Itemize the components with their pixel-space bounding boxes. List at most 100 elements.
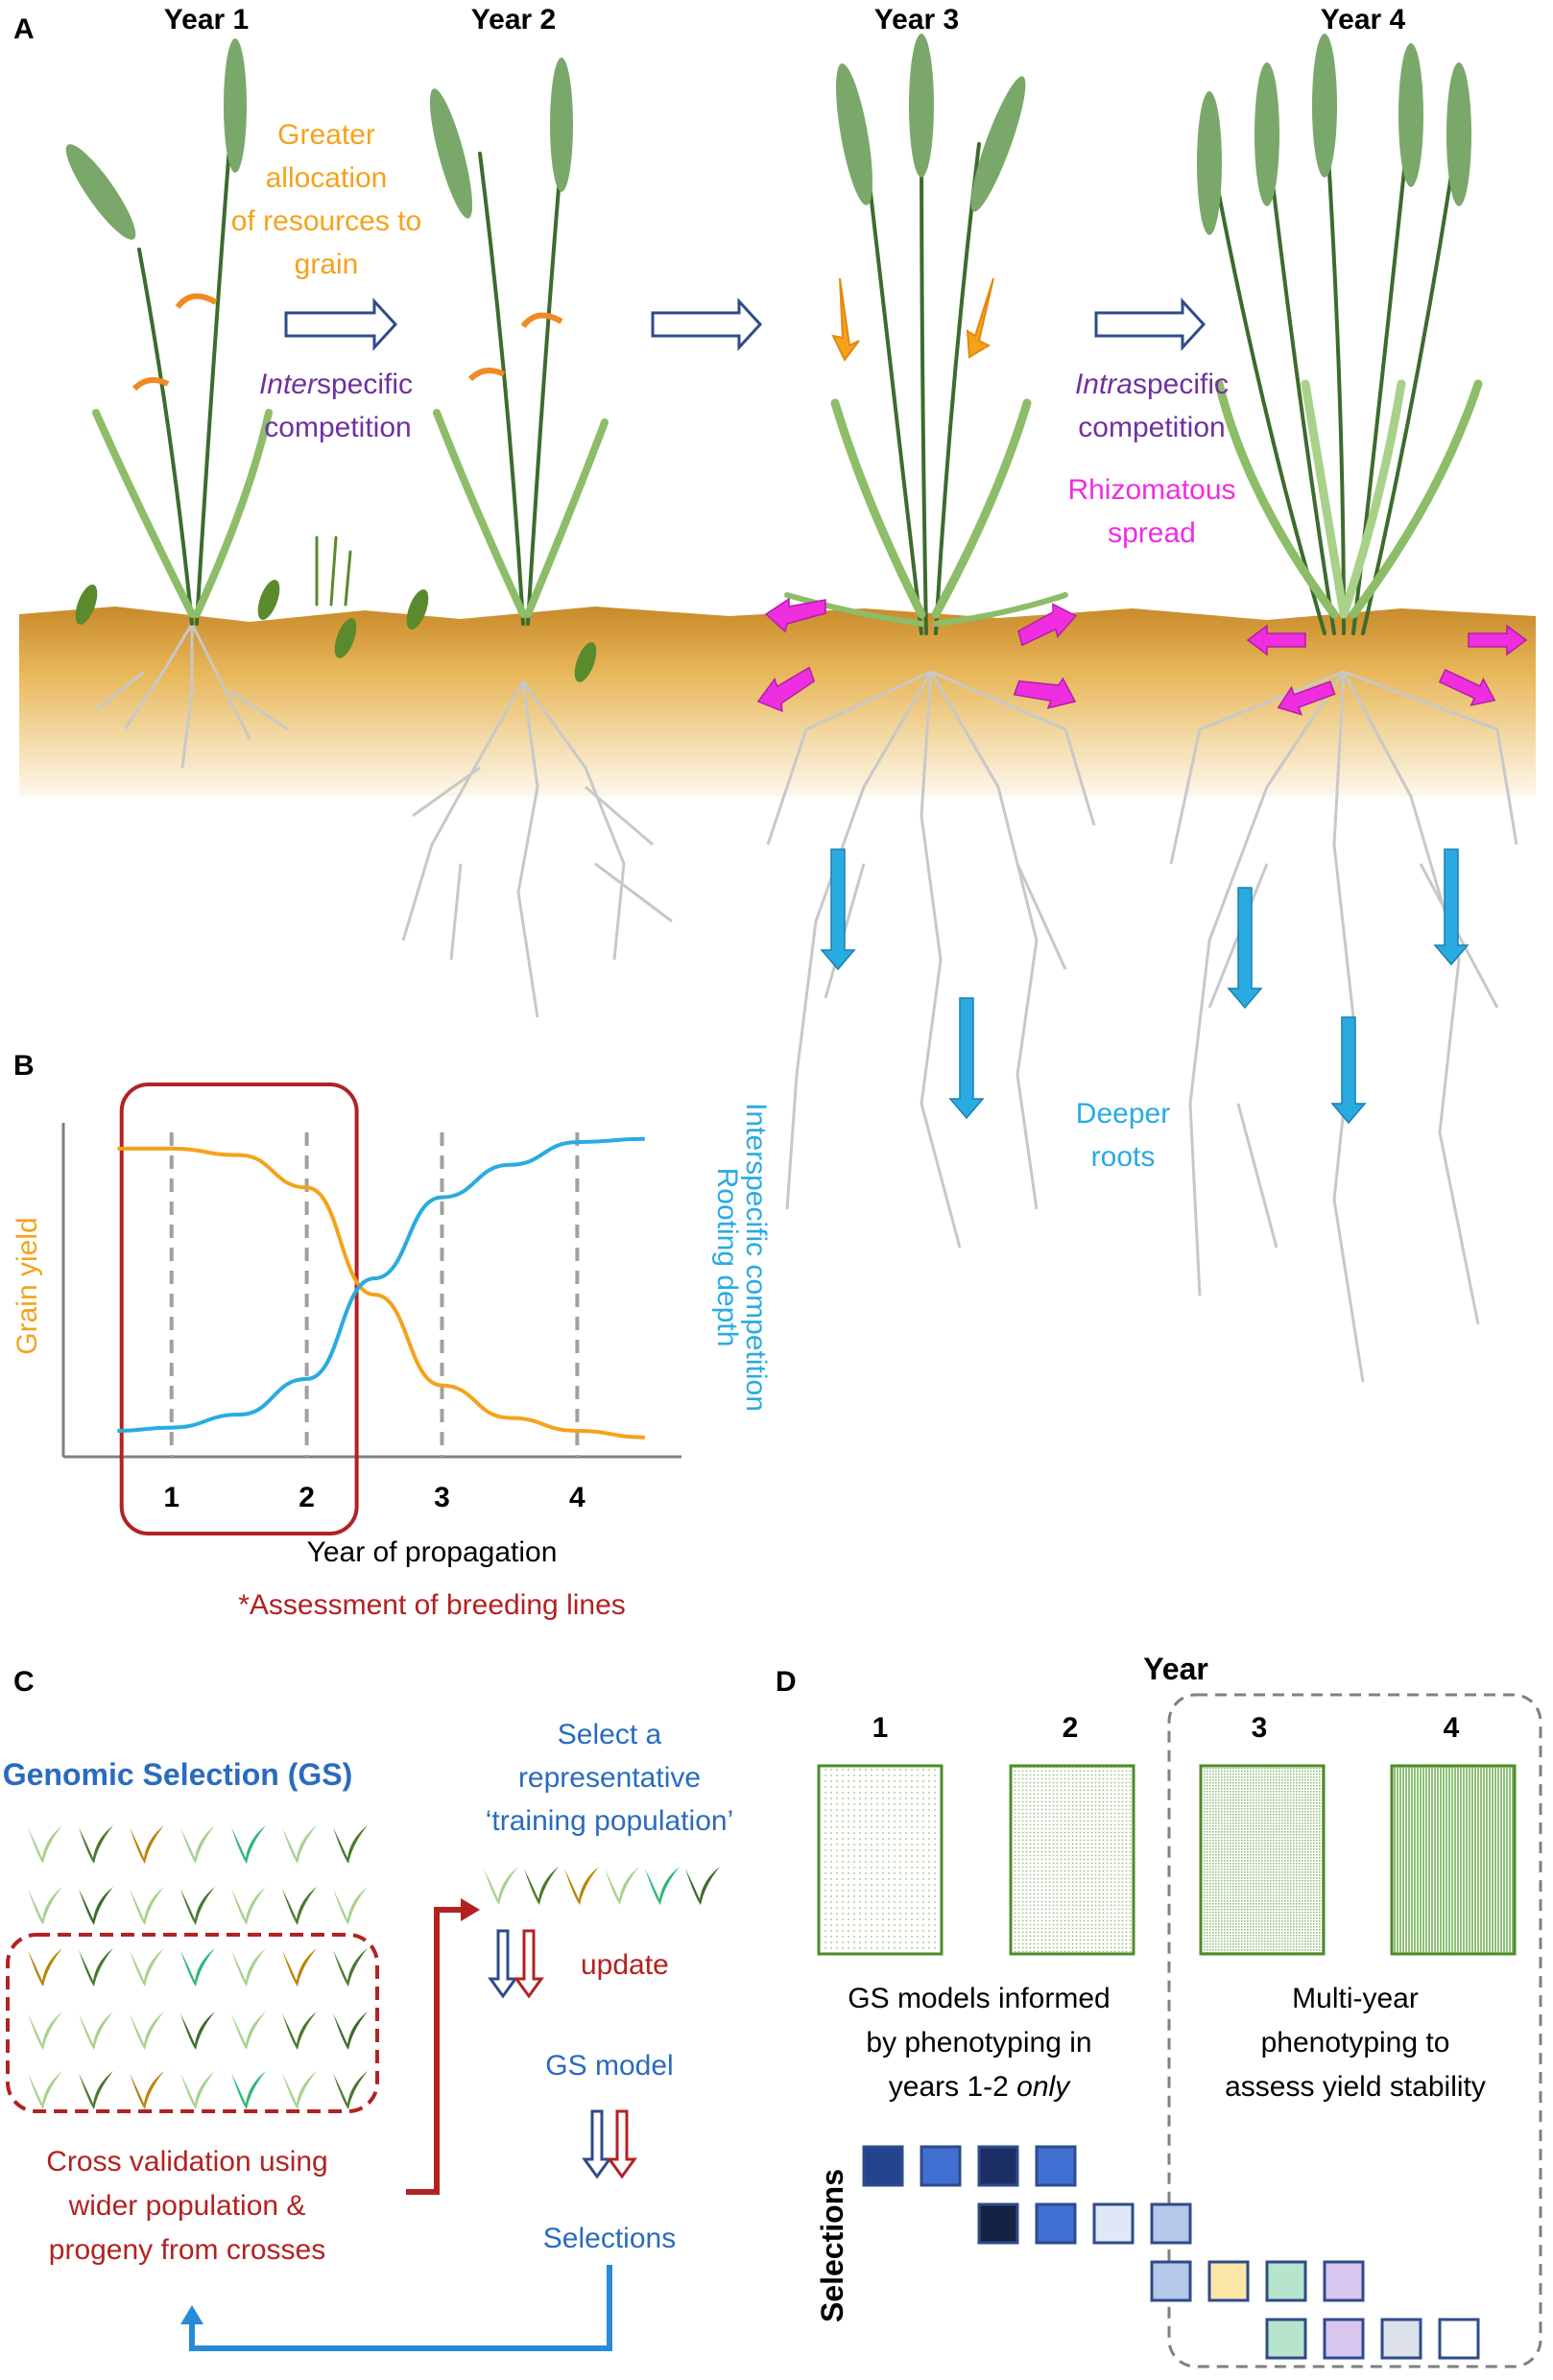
- seedling-icon: [645, 1867, 680, 1905]
- seedling-icon: [231, 2071, 266, 2109]
- seedling-icon: [484, 1867, 518, 1905]
- training-seedlings: [484, 1867, 720, 1905]
- seedling-icon: [28, 2071, 62, 2109]
- seedling-icon: [282, 2011, 317, 2050]
- selection-square: [1150, 2202, 1192, 2245]
- allocation-arrows: [131, 293, 563, 392]
- multi-caption-line-2: phenotyping to: [1261, 2027, 1450, 2059]
- gs-model-label: GS model: [545, 2050, 673, 2082]
- panel-b-label: B: [13, 1050, 35, 1082]
- selection-square: [1323, 2260, 1365, 2302]
- double-arrows-year-3: [831, 277, 994, 362]
- selections-axis-label: Selections: [815, 2169, 849, 2322]
- selection-square: [1265, 2260, 1307, 2302]
- panel-d: D Year 1 2 3 4 GS models informed by phe…: [776, 1652, 1542, 2368]
- interspecific-caption-line-2: competition: [264, 412, 411, 443]
- seedling-icon: [79, 2011, 113, 2050]
- assessment-note: *Assessment of breeding lines: [238, 1589, 626, 1621]
- seedling-icon: [282, 1948, 317, 1987]
- seedling-icon: [28, 1825, 62, 1864]
- selection-square: [977, 2145, 1019, 2187]
- assessment-highlight-box: [119, 1083, 359, 1535]
- gs-models-caption: GS models informed by phenotyping in yea…: [848, 1983, 1110, 2103]
- panel-d-label: D: [776, 1666, 797, 1698]
- alloc-line-4: grain: [295, 249, 359, 280]
- alloc-line-1: Greater: [277, 119, 375, 151]
- selection-square: [1380, 2318, 1422, 2360]
- seedling-icon: [231, 1887, 266, 1925]
- seedling-icon: [605, 1867, 639, 1905]
- y-label-grain-yield: Grain yield: [12, 1217, 43, 1354]
- seedling-icon: [180, 2011, 215, 2050]
- plot-year-2: [1009, 1764, 1135, 1956]
- seedling-icon: [180, 1948, 215, 1987]
- year-4-heading: Year 4: [1321, 4, 1406, 36]
- select-line-3: ‘training population’: [486, 1805, 734, 1837]
- panel-c-label: C: [13, 1666, 35, 1698]
- seedling-icon: [130, 1887, 164, 1925]
- update-label: update: [581, 1949, 669, 1981]
- interspecific-caption: Interspecific: [259, 369, 413, 400]
- multi-year-caption: Multi-year phenotyping to assess yield s…: [1225, 1983, 1486, 2103]
- alloc-line-2: allocation: [266, 162, 388, 194]
- seedling-icon: [333, 1887, 368, 1925]
- seedling-icon: [130, 1948, 164, 1987]
- seedling-icon: [130, 2071, 164, 2109]
- year-axis-title: Year: [1143, 1652, 1208, 1686]
- year-1-heading: Year 1: [164, 4, 249, 36]
- seedling-icon: [282, 2071, 317, 2109]
- seedling-icon: [79, 1948, 113, 1987]
- selection-squares: [862, 2145, 1480, 2360]
- year-num-2: 2: [1063, 1712, 1079, 1744]
- seedling-icon: [333, 1948, 368, 1987]
- seedling-icon: [282, 1887, 317, 1925]
- cross-validation-box: [6, 1933, 379, 2113]
- seedling-icon: [231, 1948, 266, 1987]
- cross-line-3: progeny from crosses: [49, 2234, 325, 2266]
- seedling-icon: [79, 1825, 113, 1864]
- rooting-depth-line: [117, 1136, 645, 1433]
- seedling-icon: [333, 2011, 368, 2050]
- selections-label: Selections: [543, 2223, 676, 2254]
- seedling-icon: [130, 2011, 164, 2050]
- deeper-roots-caption: Deeper: [1076, 1098, 1170, 1130]
- cross-line-1: Cross validation using: [46, 2146, 327, 2178]
- select-line-2: representative: [518, 1762, 701, 1794]
- plot-year-1: [817, 1764, 944, 1956]
- update-arrows: [488, 1929, 544, 1999]
- selection-square: [1207, 2260, 1250, 2302]
- year-2-heading: Year 2: [471, 4, 556, 36]
- seedling-icon: [685, 1867, 720, 1905]
- seedling-icon: [333, 2071, 368, 2109]
- x-tick-label-3: 3: [434, 1482, 450, 1513]
- multi-caption-line-1: Multi-year: [1292, 1983, 1419, 2014]
- selection-square: [1035, 2202, 1077, 2245]
- progression-arrows: [284, 298, 1207, 351]
- deeper-root-arrows: [820, 848, 1469, 1125]
- seedling-icon: [79, 2071, 113, 2109]
- plants: [65, 34, 1483, 682]
- grain-yield-line: [117, 1146, 645, 1440]
- deeper-roots-caption-line-2: roots: [1091, 1141, 1156, 1173]
- x-tick-label-4: 4: [569, 1482, 585, 1513]
- seedling-icon: [231, 1825, 266, 1864]
- seedling-icon: [28, 1948, 62, 1987]
- selection-square: [862, 2145, 904, 2187]
- gs-caption-line-3: years 1-2 only: [889, 2071, 1071, 2103]
- seedling-icon: [180, 1825, 215, 1864]
- seedling-icon: [282, 1825, 317, 1864]
- cross-validation-connector: [406, 1907, 466, 2195]
- selection-square: [1438, 2318, 1480, 2360]
- selection-square: [1092, 2202, 1135, 2245]
- cross-validation-caption: Cross validation using wider population …: [46, 2146, 327, 2266]
- seedling-icon: [180, 1887, 215, 1925]
- seedling-icon: [231, 2011, 266, 2050]
- year-num-3: 3: [1252, 1712, 1268, 1744]
- cross-line-2: wider population &: [68, 2190, 306, 2222]
- seedling-icon: [28, 1887, 62, 1925]
- rhizome-arrows: [756, 597, 1528, 716]
- y-label-rooting-depth: Rooting depth: [711, 1168, 743, 1347]
- allocation-caption: Greater allocation of resources to grain: [231, 119, 421, 280]
